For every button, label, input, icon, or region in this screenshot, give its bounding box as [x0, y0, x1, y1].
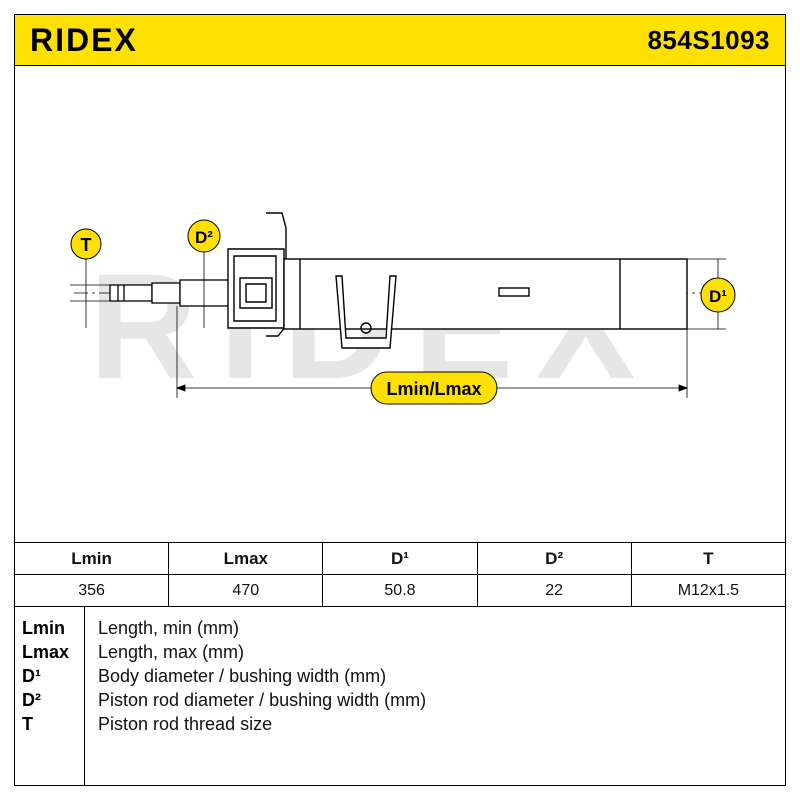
- column-header: D¹: [322, 542, 478, 575]
- legend-key: D²: [22, 690, 41, 710]
- upper-mount: [227, 212, 287, 337]
- legend-description: Length, max (mm): [98, 642, 245, 662]
- shock-absorber-drawing: RIDEX T D²: [70, 212, 736, 410]
- legend-description: Length, min (mm): [98, 618, 240, 638]
- column-header: T: [630, 542, 787, 575]
- table-cell: 356: [13, 574, 170, 607]
- table-cell: 470: [168, 574, 324, 607]
- legend: Lmin Length, min (mm) Lmax Length, max (…: [14, 606, 786, 786]
- length-callout: [370, 371, 498, 405]
- piston-rod: [109, 279, 231, 307]
- table-cell: 50.8: [322, 574, 478, 607]
- header-bar: [14, 14, 786, 66]
- part-number: 854S1093: [647, 25, 770, 55]
- column-header: D²: [476, 542, 632, 575]
- table-cell: 22: [476, 574, 632, 607]
- legend-description: Piston rod diameter / bushing width (mm): [98, 690, 427, 710]
- spec-table: Lmin Lmax D¹ D² T 356 470 50.8 22 M12x1.…: [13, 542, 787, 607]
- length-label: Lmin/Lmax: [386, 379, 481, 399]
- legend-key: T: [22, 714, 33, 734]
- legend-item: Lmin Length, min (mm): [14, 618, 786, 642]
- legend-key: D¹: [22, 666, 41, 686]
- legend-key: Lmax: [22, 642, 70, 662]
- legend-item: D² Piston rod diameter / bushing width (…: [14, 690, 786, 714]
- legend-description: Piston rod thread size: [98, 714, 273, 734]
- d1-label: D¹: [709, 287, 727, 306]
- d2-label: D²: [195, 228, 213, 247]
- legend-item: T Piston rod thread size: [14, 714, 786, 738]
- table-header-row: Lmin Lmax D¹ D² T: [13, 542, 787, 575]
- column-header: Lmax: [168, 542, 324, 575]
- t-callout: [70, 228, 102, 260]
- ridex-logo: RIDEX: [30, 26, 138, 56]
- legend-divider: [84, 606, 85, 786]
- svg-text:RIDEX: RIDEX: [30, 26, 138, 56]
- t-label: T: [81, 235, 92, 255]
- t-dimension: [70, 258, 110, 328]
- legend-description: Body diameter / bushing width (mm): [98, 666, 387, 686]
- shock-body: [283, 258, 688, 330]
- table-cell: M12x1.5: [630, 574, 787, 607]
- legend-key: Lmin: [22, 618, 65, 638]
- legend-item: D¹ Body diameter / bushing width (mm): [14, 666, 786, 690]
- knuckle-bracket: [335, 275, 397, 349]
- d2-callout: [187, 219, 221, 253]
- column-header: Lmin: [13, 542, 170, 575]
- d1-callout: [700, 277, 736, 313]
- legend-item: Lmax Length, max (mm): [14, 642, 786, 666]
- table-row: 356 470 50.8 22 M12x1.5: [13, 574, 787, 607]
